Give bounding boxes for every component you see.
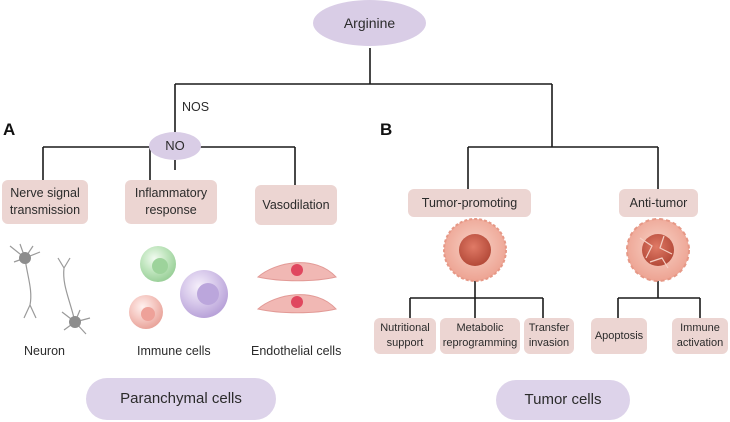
branch-inflammatory-response: Inflammatory response [125,180,217,224]
footer-paranchymal-cells: Paranchymal cells [86,378,276,420]
branch-nerve-signal: Nerve signal transmission [2,180,88,224]
cell-label-endothelial: Endothelial cells [251,344,342,358]
panel-label-a: A [3,120,16,139]
footer-tumor-cells: Tumor cells [496,380,630,420]
arginine-node: Arginine [313,0,426,46]
leaf-nutritional-support: Nutritional support [374,318,436,354]
tumor-promoting-cell [443,218,507,282]
no-node: NO [149,132,201,160]
nos-label: NOS [182,100,210,114]
leaf-transfer-invasion: Transfer invasion [524,318,574,354]
cell-label-immune: Immune cells [137,344,211,358]
neuron-body-1 [19,252,31,264]
branch-anti-tumor: Anti-tumor [619,189,698,217]
leaf-metabolic-reprogramming: Metabolic reprogramming [440,318,520,354]
anti-tumor-cell [626,218,690,282]
leaf-apoptosis: Apoptosis [591,318,647,354]
panel-label-b: B [380,120,393,139]
cell-label-neuron: Neuron [24,344,65,358]
leaf-immune-activation: Immune activation [672,318,728,354]
branch-tumor-promoting: Tumor-promoting [408,189,531,217]
branch-vasodilation: Vasodilation [255,185,337,225]
neuron-body-2 [69,316,81,328]
